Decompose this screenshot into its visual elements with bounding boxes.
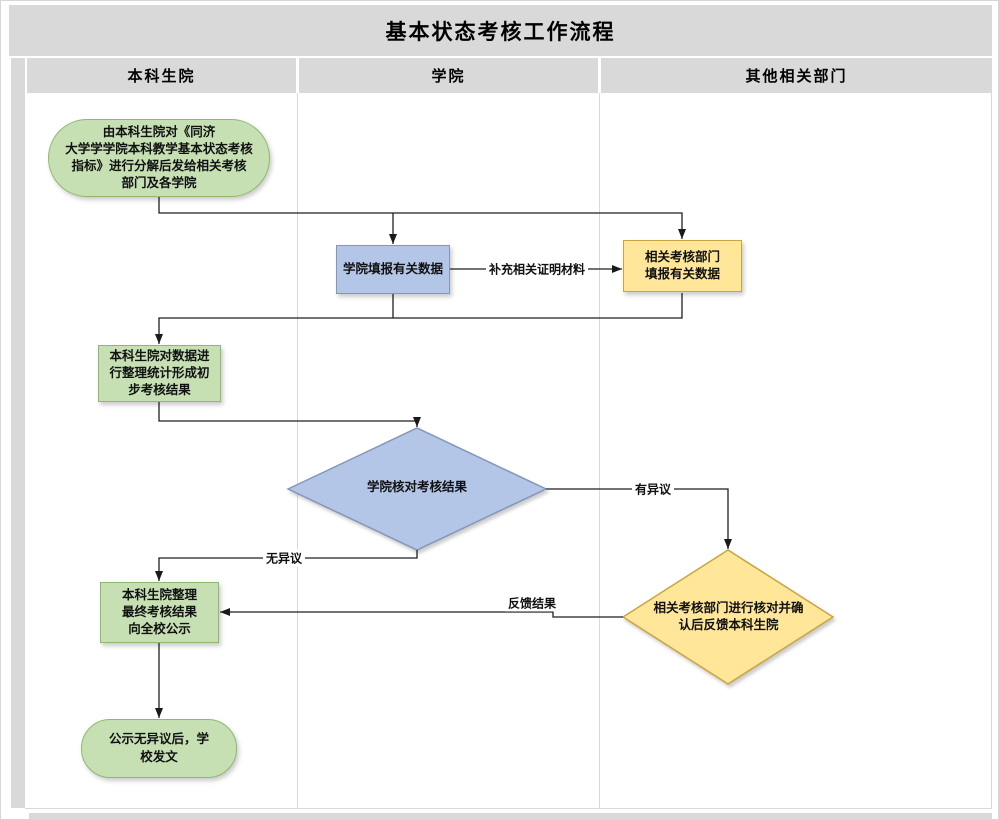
edge-label-no-objection: 无异议	[262, 549, 306, 567]
edge-label-supplement-materials: 补充相关证明材料	[485, 260, 589, 278]
node-publish-final-results: 本科生院整理 最终考核结果 向全校公示	[100, 582, 219, 643]
diagram-bottom-border	[25, 808, 992, 809]
lane-header-label: 学院	[431, 68, 466, 85]
connector-dept-fill-to-organize	[155, 293, 683, 344]
lane-header-other-departments: 其他相关部门	[601, 58, 992, 93]
node-dept-fill-data: 相关考核部门 填报有关数据	[623, 240, 742, 292]
node-college-check-label: 学院核对考核结果	[366, 480, 467, 495]
swimlane-side-band	[11, 58, 25, 808]
diagram-right-border	[991, 93, 992, 808]
edge-label-objection: 有异议	[631, 480, 675, 498]
lane-header-label: 本科生院	[127, 68, 196, 85]
bottom-band	[29, 813, 992, 819]
node-dept-check-label: 相关考核部门进行核对并确 认后反馈本科生院	[653, 600, 804, 633]
lane-header-undergraduate-college: 本科生院	[27, 58, 296, 93]
node-college-fill-data: 学院填报有关数据	[336, 245, 450, 294]
connector-start-to-dept-fill	[158, 197, 686, 239]
connector-feedback-to-publish	[220, 608, 623, 618]
lane-header-college: 学院	[299, 58, 598, 93]
node-organize-preliminary-results: 本科生院对数据进 行整理统计形成初 步考核结果	[98, 345, 221, 402]
connector-organize-to-college-check	[158, 402, 421, 427]
connector-objection-to-dept-check	[546, 488, 732, 549]
lane-divider-2	[599, 93, 600, 808]
edge-label-feedback-results: 反馈结果	[504, 594, 560, 612]
title-bar: 基本状态考核工作流程	[9, 5, 992, 56]
lane-header-label: 其他相关部门	[745, 68, 848, 85]
node-end-terminator: 公示无异议后，学 校发文	[81, 719, 237, 778]
page-title: 基本状态考核工作流程	[385, 20, 616, 44]
lane-divider-1	[297, 93, 298, 808]
node-start-terminator: 由本科生院对《同济 大学学学院本科教学基本状态考核 指标》进行分解后发给相关考核…	[48, 119, 270, 197]
